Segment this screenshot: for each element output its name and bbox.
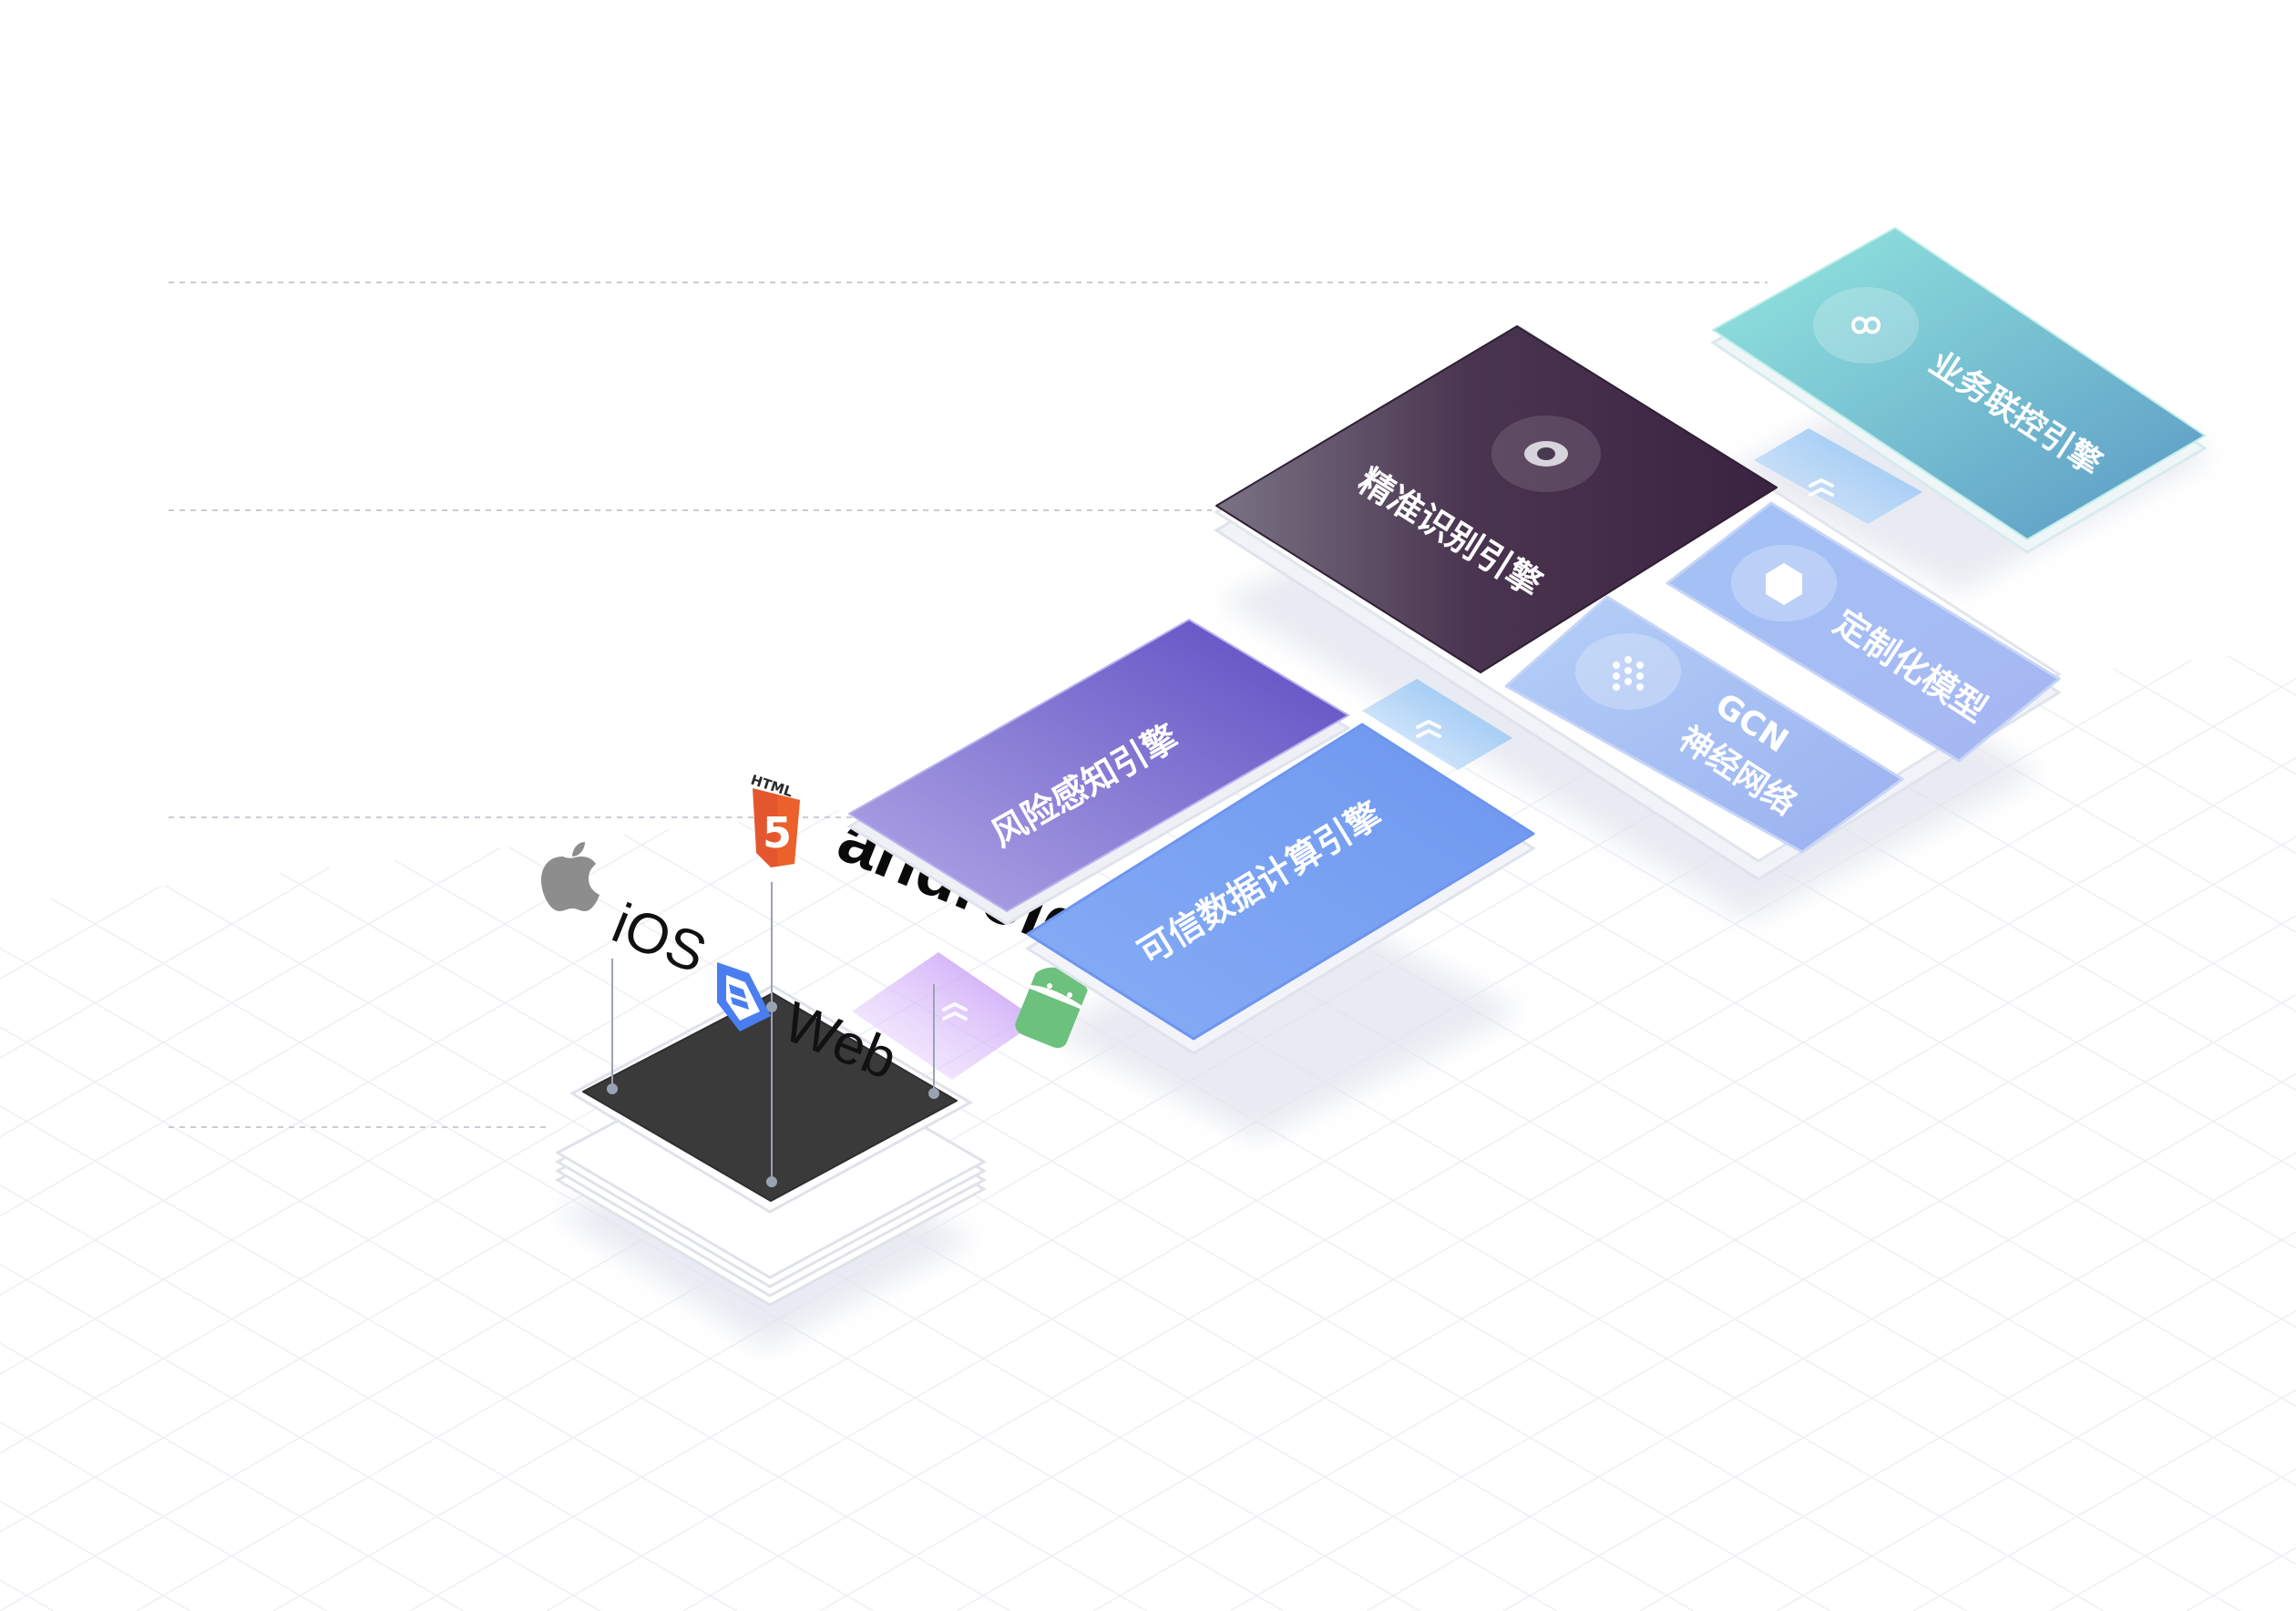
web-icon: [717, 962, 771, 1031]
grid-line: [0, 0, 1284, 1611]
grid-line: [0, 0, 874, 1611]
grid-line: [0, 0, 464, 1611]
grid-line: [2187, 0, 2296, 1611]
trusted-compute-engine-card[interactable]: 可信数据计算引擎: [1025, 723, 1536, 1055]
guide-lines: [169, 282, 1768, 1128]
dots-grid-icon: [1575, 633, 1681, 710]
risk-perception-engine-card[interactable]: 风险感知引擎: [846, 619, 1351, 926]
html5-icon: HTML 5: [749, 772, 800, 867]
chevron-up-icon: [942, 1001, 968, 1021]
infinity-icon: [1813, 287, 1919, 364]
grid-line: [1367, 0, 2296, 1611]
precise-identification-engine-card[interactable]: 精准识别引擎: [1215, 325, 1778, 673]
grid-line: [957, 0, 2296, 1611]
grid-line: [0, 0, 600, 1611]
grid-line: [0, 0, 1010, 1611]
grid-line: [1777, 0, 2296, 1611]
grid-line: [0, 0, 327, 1611]
chevron-up-icon: [1809, 477, 1834, 497]
eye-icon: [1491, 416, 1601, 492]
grid-line: [0, 0, 190, 1611]
custom-model-card[interactable]: 定制化模型: [1666, 501, 2061, 763]
grid-line: [2187, 0, 2296, 1611]
android-icon: [1015, 967, 1088, 1049]
grid-line: [2050, 0, 2296, 1611]
chevron-up-icon: [1416, 719, 1441, 738]
grid-line: [0, 0, 737, 1611]
grid-line: [0, 0, 464, 1611]
grid-line: [0, 0, 874, 1611]
platform-label-ios: iOS: [604, 892, 715, 986]
grid-line: [1640, 0, 2296, 1611]
grid-line: [0, 0, 600, 1611]
business-control-engine-card[interactable]: 业务联控引擎: [1710, 227, 2208, 554]
grid-line: [2050, 0, 2296, 1611]
apple-icon: [541, 842, 600, 911]
platform-pointers: [607, 882, 939, 1187]
connector-purple-beam: [852, 952, 1039, 1080]
cube-icon: [1731, 545, 1837, 621]
grid-line: [0, 0, 190, 1611]
connector-teal-beam: [1754, 428, 1922, 524]
grid-line: [0, 0, 1147, 1611]
grid-line: [0, 0, 327, 1611]
grid-line: [1093, 0, 2296, 1611]
html5-version: 5: [763, 808, 792, 857]
grid-line: [1230, 0, 2296, 1611]
grid-line: [0, 0, 737, 1611]
grid-line: [1503, 0, 2296, 1611]
